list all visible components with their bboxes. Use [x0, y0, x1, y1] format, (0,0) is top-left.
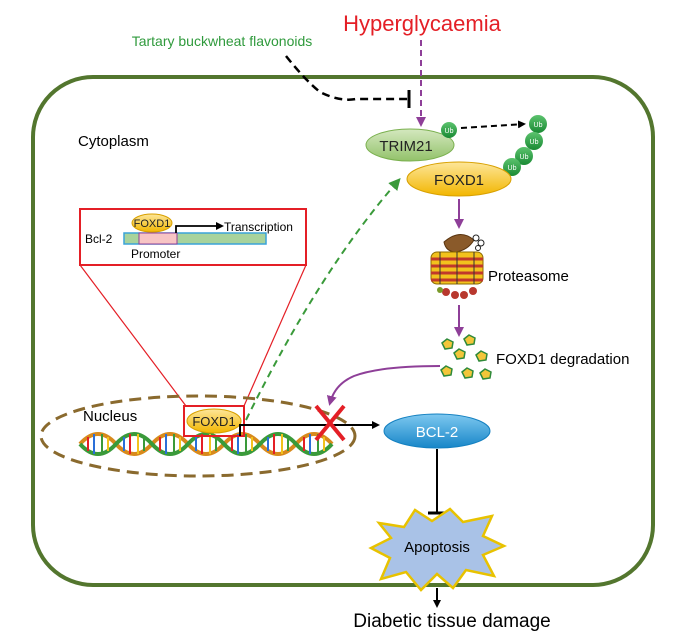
- foxd1-degradation-label: FOXD1 degradation: [496, 351, 629, 368]
- degradation-inhibits-transcription-arrow: [326, 365, 441, 406]
- ub-transfer-arrow: [460, 120, 526, 129]
- ub-icon: [529, 115, 547, 133]
- ub-icon: [515, 147, 533, 165]
- bcl2-protein: [383, 413, 491, 449]
- ub-chain: Ub Ub Ub Ub: [503, 115, 547, 176]
- transcription-arrow: [175, 222, 224, 233]
- foxd1-fragments: [440, 334, 492, 380]
- ub-label: Ub: [508, 165, 517, 172]
- diabetic-tissue-damage-label: Diabetic tissue damage: [353, 611, 551, 632]
- promoter-region: [138, 232, 178, 245]
- hyperglycaemia-label: Hyperglycaemia: [343, 11, 501, 36]
- apoptosis-burst: [368, 507, 508, 592]
- inhibition-cross-icon: [314, 404, 346, 442]
- proteasome-icon: [430, 234, 485, 299]
- proteasome-label: Proteasome: [488, 268, 569, 285]
- bcl2-gene-bar: [123, 232, 267, 245]
- inset-connector-left: [79, 264, 187, 407]
- cytoplasm-label: Cytoplasm: [78, 133, 149, 150]
- ub-label: Ub: [445, 128, 454, 135]
- inset-connector-right: [243, 264, 307, 407]
- ub-icon: [441, 122, 457, 138]
- apoptosis-label: Apoptosis: [404, 539, 470, 556]
- promoter-label: Promoter: [131, 247, 180, 261]
- foxd1-nucleus-box: [183, 405, 245, 437]
- flavonoids-inhibition-line: [285, 55, 409, 101]
- ub-label: Ub: [534, 122, 543, 129]
- flavonoids-label: Tartary buckwheat flavonoids: [132, 33, 313, 49]
- ub-icon: [525, 132, 543, 150]
- nucleus-membrane: [39, 394, 357, 478]
- cell-membrane: [31, 75, 655, 587]
- dna-helix: [78, 432, 334, 456]
- ub-label: Ub: [520, 154, 529, 161]
- bcl2-gene-label: Bcl-2: [85, 232, 113, 246]
- foxd1-inset-label: FOXD1: [134, 218, 171, 230]
- foxd1-nucleus-label: FOXD1: [192, 414, 235, 429]
- trim21-protein: [365, 128, 455, 162]
- foxd1-export-arrow: [245, 177, 401, 421]
- foxd1-nucleus-protein: [186, 408, 242, 434]
- ub-icon: [503, 158, 521, 176]
- bcl2-label: BCL-2: [416, 424, 459, 441]
- ub-label: Ub: [530, 139, 539, 146]
- foxd1-cytoplasm-protein: [406, 161, 512, 197]
- foxd1-inset-protein: [131, 213, 173, 233]
- nucleus-label: Nucleus: [83, 408, 137, 425]
- foxd1-cytoplasm-label: FOXD1: [434, 172, 484, 189]
- transcription-label: Transcription: [224, 220, 293, 234]
- trim21-label: TRIM21: [379, 138, 432, 155]
